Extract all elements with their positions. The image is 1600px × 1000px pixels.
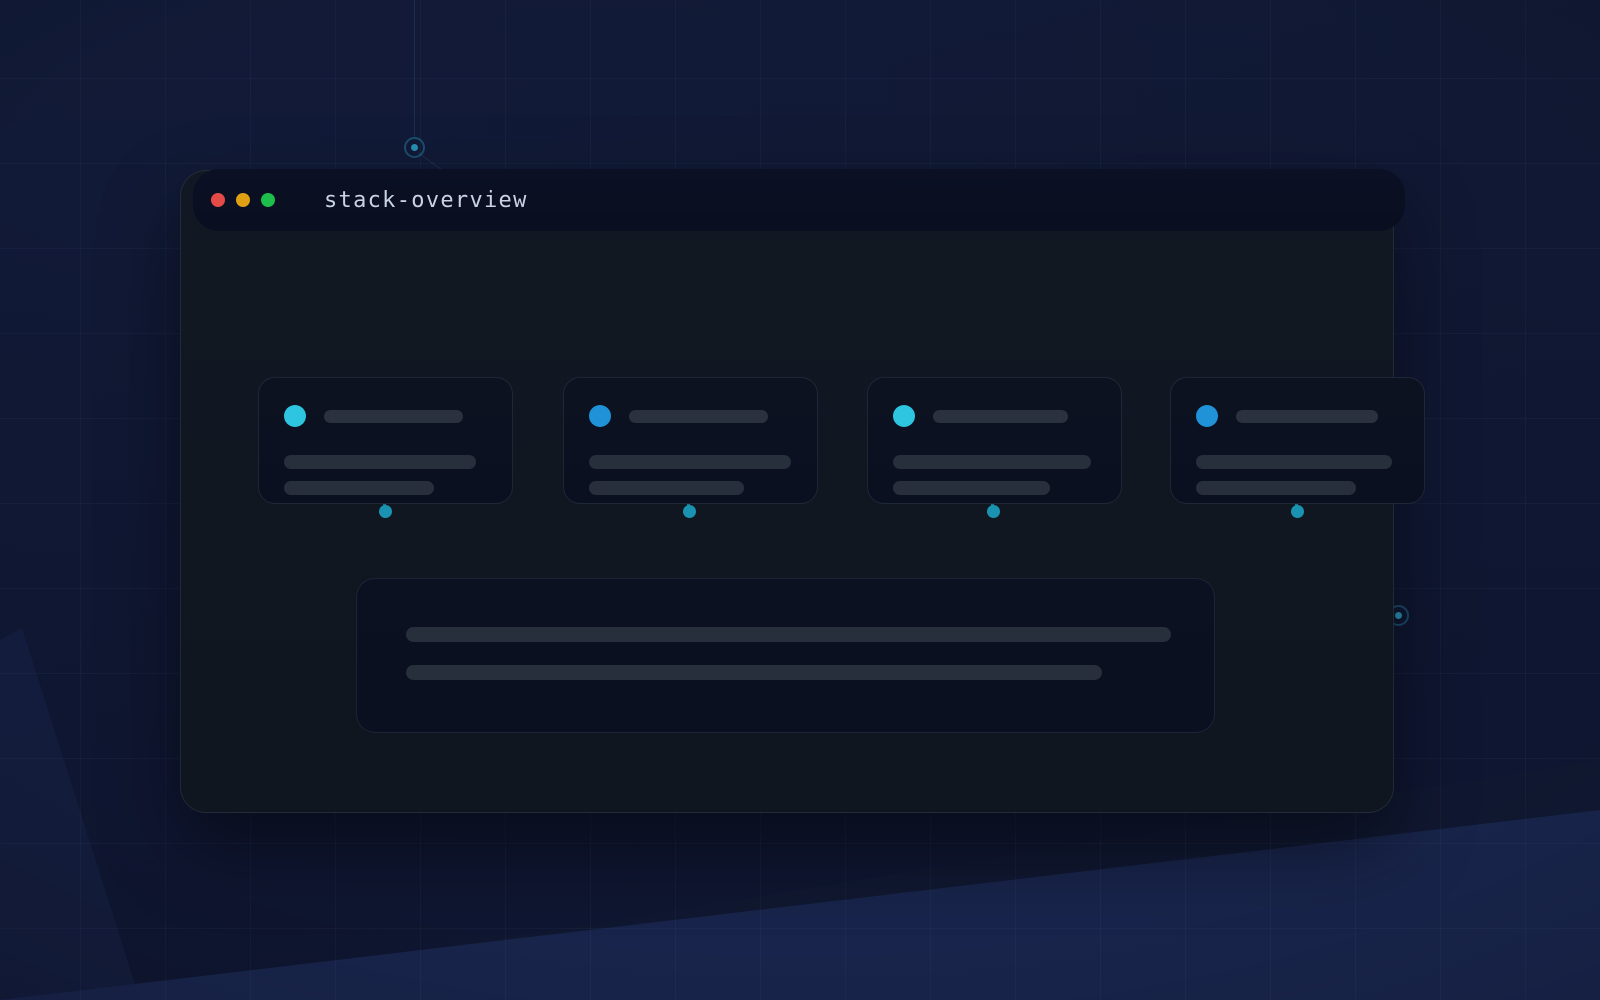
- card-body-placeholder: [589, 481, 744, 495]
- connector-endpoint-dot: [683, 505, 696, 518]
- connector-endpoint-dot: [379, 505, 392, 518]
- stack-card[interactable]: [1170, 377, 1425, 504]
- summary-line-placeholder: [406, 627, 1171, 642]
- status-dot-icon: [1196, 405, 1218, 427]
- card-body-placeholder: [284, 481, 434, 495]
- card-body-placeholder: [589, 455, 791, 469]
- card-title-placeholder: [629, 409, 768, 423]
- card-header: [284, 405, 463, 427]
- card-header: [1196, 405, 1378, 427]
- card-header: [589, 405, 768, 427]
- decorative-line-vertical: [414, 0, 415, 137]
- stack-card[interactable]: [563, 377, 818, 504]
- stack-card[interactable]: [258, 377, 513, 504]
- card-body-placeholder: [1196, 455, 1392, 469]
- status-dot-icon: [284, 405, 306, 427]
- card-title-placeholder: [1236, 409, 1378, 423]
- card-title-placeholder: [324, 409, 463, 423]
- card-header: [893, 405, 1068, 427]
- stack-card[interactable]: [867, 377, 1122, 504]
- minimize-icon[interactable]: [236, 193, 250, 207]
- summary-line-placeholder: [406, 665, 1102, 680]
- window-titlebar: stack-overview: [193, 169, 1405, 231]
- decorative-node-icon-top: [404, 137, 425, 158]
- card-body-placeholder: [1196, 481, 1356, 495]
- summary-panel[interactable]: [356, 578, 1215, 733]
- connector-endpoint-dot: [987, 505, 1000, 518]
- status-dot-icon: [589, 405, 611, 427]
- close-icon[interactable]: [211, 193, 225, 207]
- connector-endpoint-dot: [1291, 505, 1304, 518]
- card-title-placeholder: [933, 409, 1068, 423]
- maximize-icon[interactable]: [261, 193, 275, 207]
- card-body-placeholder: [893, 455, 1091, 469]
- card-body-placeholder: [284, 455, 476, 469]
- card-body-placeholder: [893, 481, 1050, 495]
- app-window: stack-overview: [180, 169, 1425, 814]
- status-dot-icon: [893, 405, 915, 427]
- window-title: stack-overview: [324, 187, 528, 213]
- diagram-canvas: [181, 233, 1425, 814]
